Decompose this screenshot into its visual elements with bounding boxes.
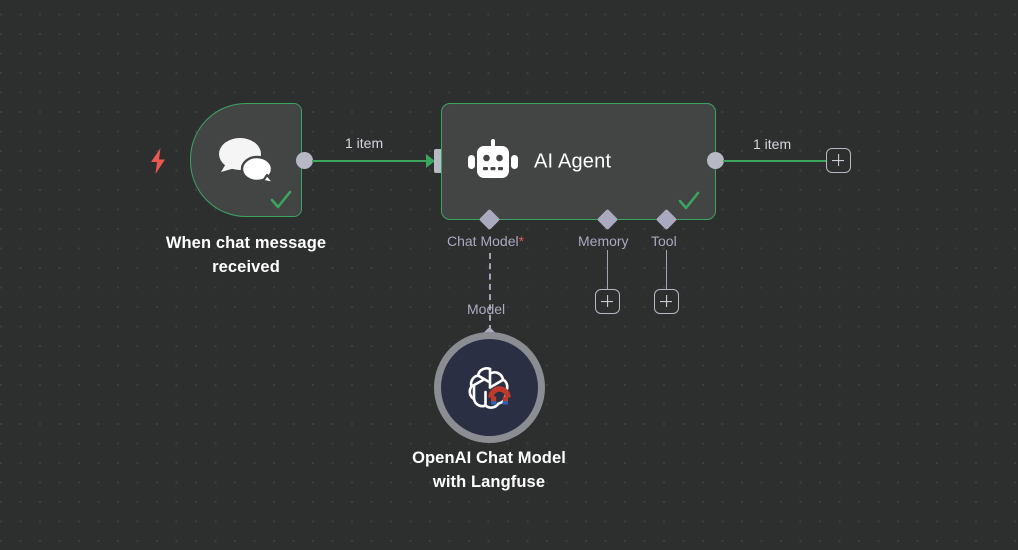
connection-arrowhead: [426, 154, 435, 168]
connection-label-agent-output: 1 item: [753, 136, 792, 152]
port-label-tool: Tool: [651, 233, 677, 249]
status-check-icon: [269, 188, 293, 212]
node-openai-chat-model-with-langfuse[interactable]: [434, 332, 545, 443]
openai-magnet-icon: [464, 362, 516, 414]
add-node-button-after-agent[interactable]: [826, 148, 851, 173]
port-label-model: Model: [467, 301, 506, 317]
add-memory-button[interactable]: [595, 289, 620, 314]
trigger-output-port[interactable]: [296, 152, 313, 169]
robot-icon: [465, 138, 521, 185]
port-label-chat-model-text: Chat Model: [447, 233, 519, 249]
node-label-trigger: When chat message received: [165, 234, 327, 276]
magnet-glyph: [487, 385, 511, 405]
add-tool-button[interactable]: [654, 289, 679, 314]
connection-agent-to-openai[interactable]: [489, 253, 491, 331]
connection-trigger-to-agent[interactable]: [312, 159, 429, 162]
port-label-chat-model: Chat Model*: [447, 233, 524, 249]
status-check-icon-agent: [677, 189, 701, 213]
port-label-memory: Memory: [578, 233, 629, 249]
node-title-ai-agent: AI Agent: [534, 150, 612, 172]
agent-input-port[interactable]: [434, 149, 443, 173]
connection-label-trigger-to-agent: 1 item: [345, 135, 384, 151]
chat-bubbles-icon: [215, 134, 277, 186]
connection-tool-to-add[interactable]: [665, 250, 668, 290]
connection-memory-to-add[interactable]: [606, 250, 609, 290]
connection-agent-to-add[interactable]: [723, 159, 826, 162]
agent-output-port[interactable]: [707, 152, 724, 169]
required-marker: *: [518, 233, 525, 249]
node-label-openai: OpenAI Chat Model with Langfuse: [412, 449, 566, 491]
node-ai-agent[interactable]: AI Agent: [441, 103, 716, 220]
node-when-chat-message-received[interactable]: [190, 103, 302, 217]
lightning-bolt-icon: [148, 148, 168, 174]
